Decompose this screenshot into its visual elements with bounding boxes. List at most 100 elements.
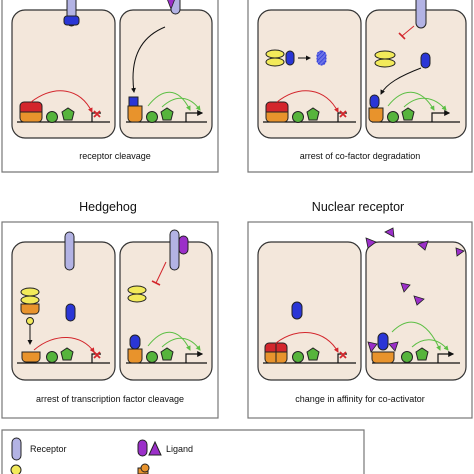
activation-arrow	[161, 97, 201, 111]
enhancer-protein	[160, 107, 174, 121]
processing-complex	[127, 285, 147, 295]
ligand	[384, 227, 395, 238]
processing-complex	[20, 287, 40, 297]
panel-cofactor-degradation: arrest of co-factor degradation	[247, 0, 473, 173]
nuclear-receptor	[371, 351, 395, 364]
enhancer-protein	[401, 351, 413, 363]
processing-complex	[20, 295, 40, 305]
repression-arrow	[276, 90, 339, 113]
cofactor	[65, 303, 76, 322]
coactivator	[291, 301, 303, 320]
receptor-legend-icon	[11, 437, 22, 461]
panel-hedgehog: Hedgehog arrest of tr	[1, 200, 219, 419]
cofactor	[129, 334, 141, 350]
ligand	[455, 247, 465, 257]
enhancer-protein	[387, 111, 399, 123]
activation-arrow	[161, 337, 201, 351]
coactivator-legend-icon	[10, 464, 22, 474]
ligand	[413, 295, 425, 306]
destruction-complex	[374, 50, 396, 60]
ligand	[417, 240, 429, 251]
activation-arrow	[403, 97, 447, 111]
inhibition-arrow	[401, 25, 415, 37]
degraded-cofactor	[316, 50, 327, 66]
repression-arrow	[33, 337, 95, 353]
cofactor	[369, 94, 380, 109]
destruction-complex	[374, 58, 396, 68]
activation-arrow	[391, 321, 441, 351]
activation-arrow	[411, 339, 449, 351]
activation-arrow	[387, 91, 435, 111]
panel-caption: change in affinity for co-activator	[295, 394, 424, 404]
promoter-arrow	[185, 110, 204, 122]
blocked-mark	[93, 351, 101, 359]
transcription-factor	[127, 105, 143, 123]
enhancer-protein	[60, 347, 74, 361]
ligand	[365, 237, 377, 249]
intracellular-domain	[128, 96, 139, 107]
transcription-factor	[19, 111, 43, 123]
bound-ligand	[367, 341, 378, 353]
panel-caption: receptor cleavage	[79, 151, 151, 161]
panel-nuclear-receptor: Nuclear receptor change in affinity	[247, 200, 473, 419]
transcription-factor	[127, 348, 143, 364]
translocation-arrow	[380, 67, 422, 95]
blocked-mark	[339, 110, 347, 118]
ligand	[178, 235, 189, 255]
receptor	[415, 0, 427, 29]
panel-border	[1, 221, 219, 419]
panel-border	[247, 221, 473, 419]
panel-title: Hedgehog	[79, 200, 137, 214]
panel-receptor-cleavage: receptor cleavage	[1, 0, 219, 173]
legend-border	[1, 429, 365, 474]
destruction-complex	[265, 57, 285, 67]
bound-ligand	[388, 341, 399, 352]
legend: Receptor Ligand	[1, 429, 365, 474]
enhancer-protein	[292, 351, 304, 363]
transcription-factor	[265, 111, 289, 123]
enhancer-protein	[46, 351, 58, 363]
ligand	[167, 0, 175, 11]
enhancer-protein	[401, 107, 415, 121]
repression-arrow	[275, 331, 339, 353]
receptor-legend-label: Receptor	[30, 444, 67, 454]
blocked-mark	[93, 110, 101, 118]
receptor	[169, 229, 180, 271]
transcription-factor-legend-icon	[140, 463, 150, 473]
intracellular-domain	[63, 15, 80, 26]
enhancer-protein	[146, 351, 158, 363]
panel-title: Nuclear receptor	[312, 200, 404, 214]
enhancer-protein	[146, 111, 158, 123]
cell-left	[11, 241, 116, 381]
inhibition-bar	[151, 280, 161, 286]
promoter-arrow	[185, 351, 204, 363]
repressor	[19, 101, 43, 113]
repression-arrow	[30, 90, 93, 113]
ligand-legend-icon	[137, 439, 148, 457]
cofactor	[420, 52, 431, 69]
panel-caption: arrest of co-factor degradation	[300, 151, 421, 161]
truncated-repressor	[21, 351, 41, 363]
panel-border	[1, 0, 219, 173]
coactivator	[377, 332, 389, 351]
translocation-arrow	[130, 26, 166, 93]
inhibition-arrow	[155, 261, 167, 284]
ligand-legend-icon	[148, 440, 162, 456]
transcription-factor	[368, 107, 384, 123]
ligand-legend-label: Ligand	[166, 444, 193, 454]
enhancer-protein	[160, 347, 174, 361]
enhancer-protein	[61, 107, 75, 121]
promoter-arrow	[431, 110, 451, 122]
receptor	[64, 231, 75, 271]
inhibition-bar	[398, 32, 406, 40]
enhancer-protein	[292, 111, 304, 123]
blocked-mark	[339, 351, 347, 359]
activation-arrow	[147, 91, 191, 111]
ligand	[400, 282, 411, 293]
repressor	[265, 101, 289, 113]
processing-complex	[127, 293, 147, 303]
enhancer-protein	[306, 347, 320, 361]
promoter-arrow	[437, 351, 455, 363]
cleavage-product	[26, 317, 34, 325]
